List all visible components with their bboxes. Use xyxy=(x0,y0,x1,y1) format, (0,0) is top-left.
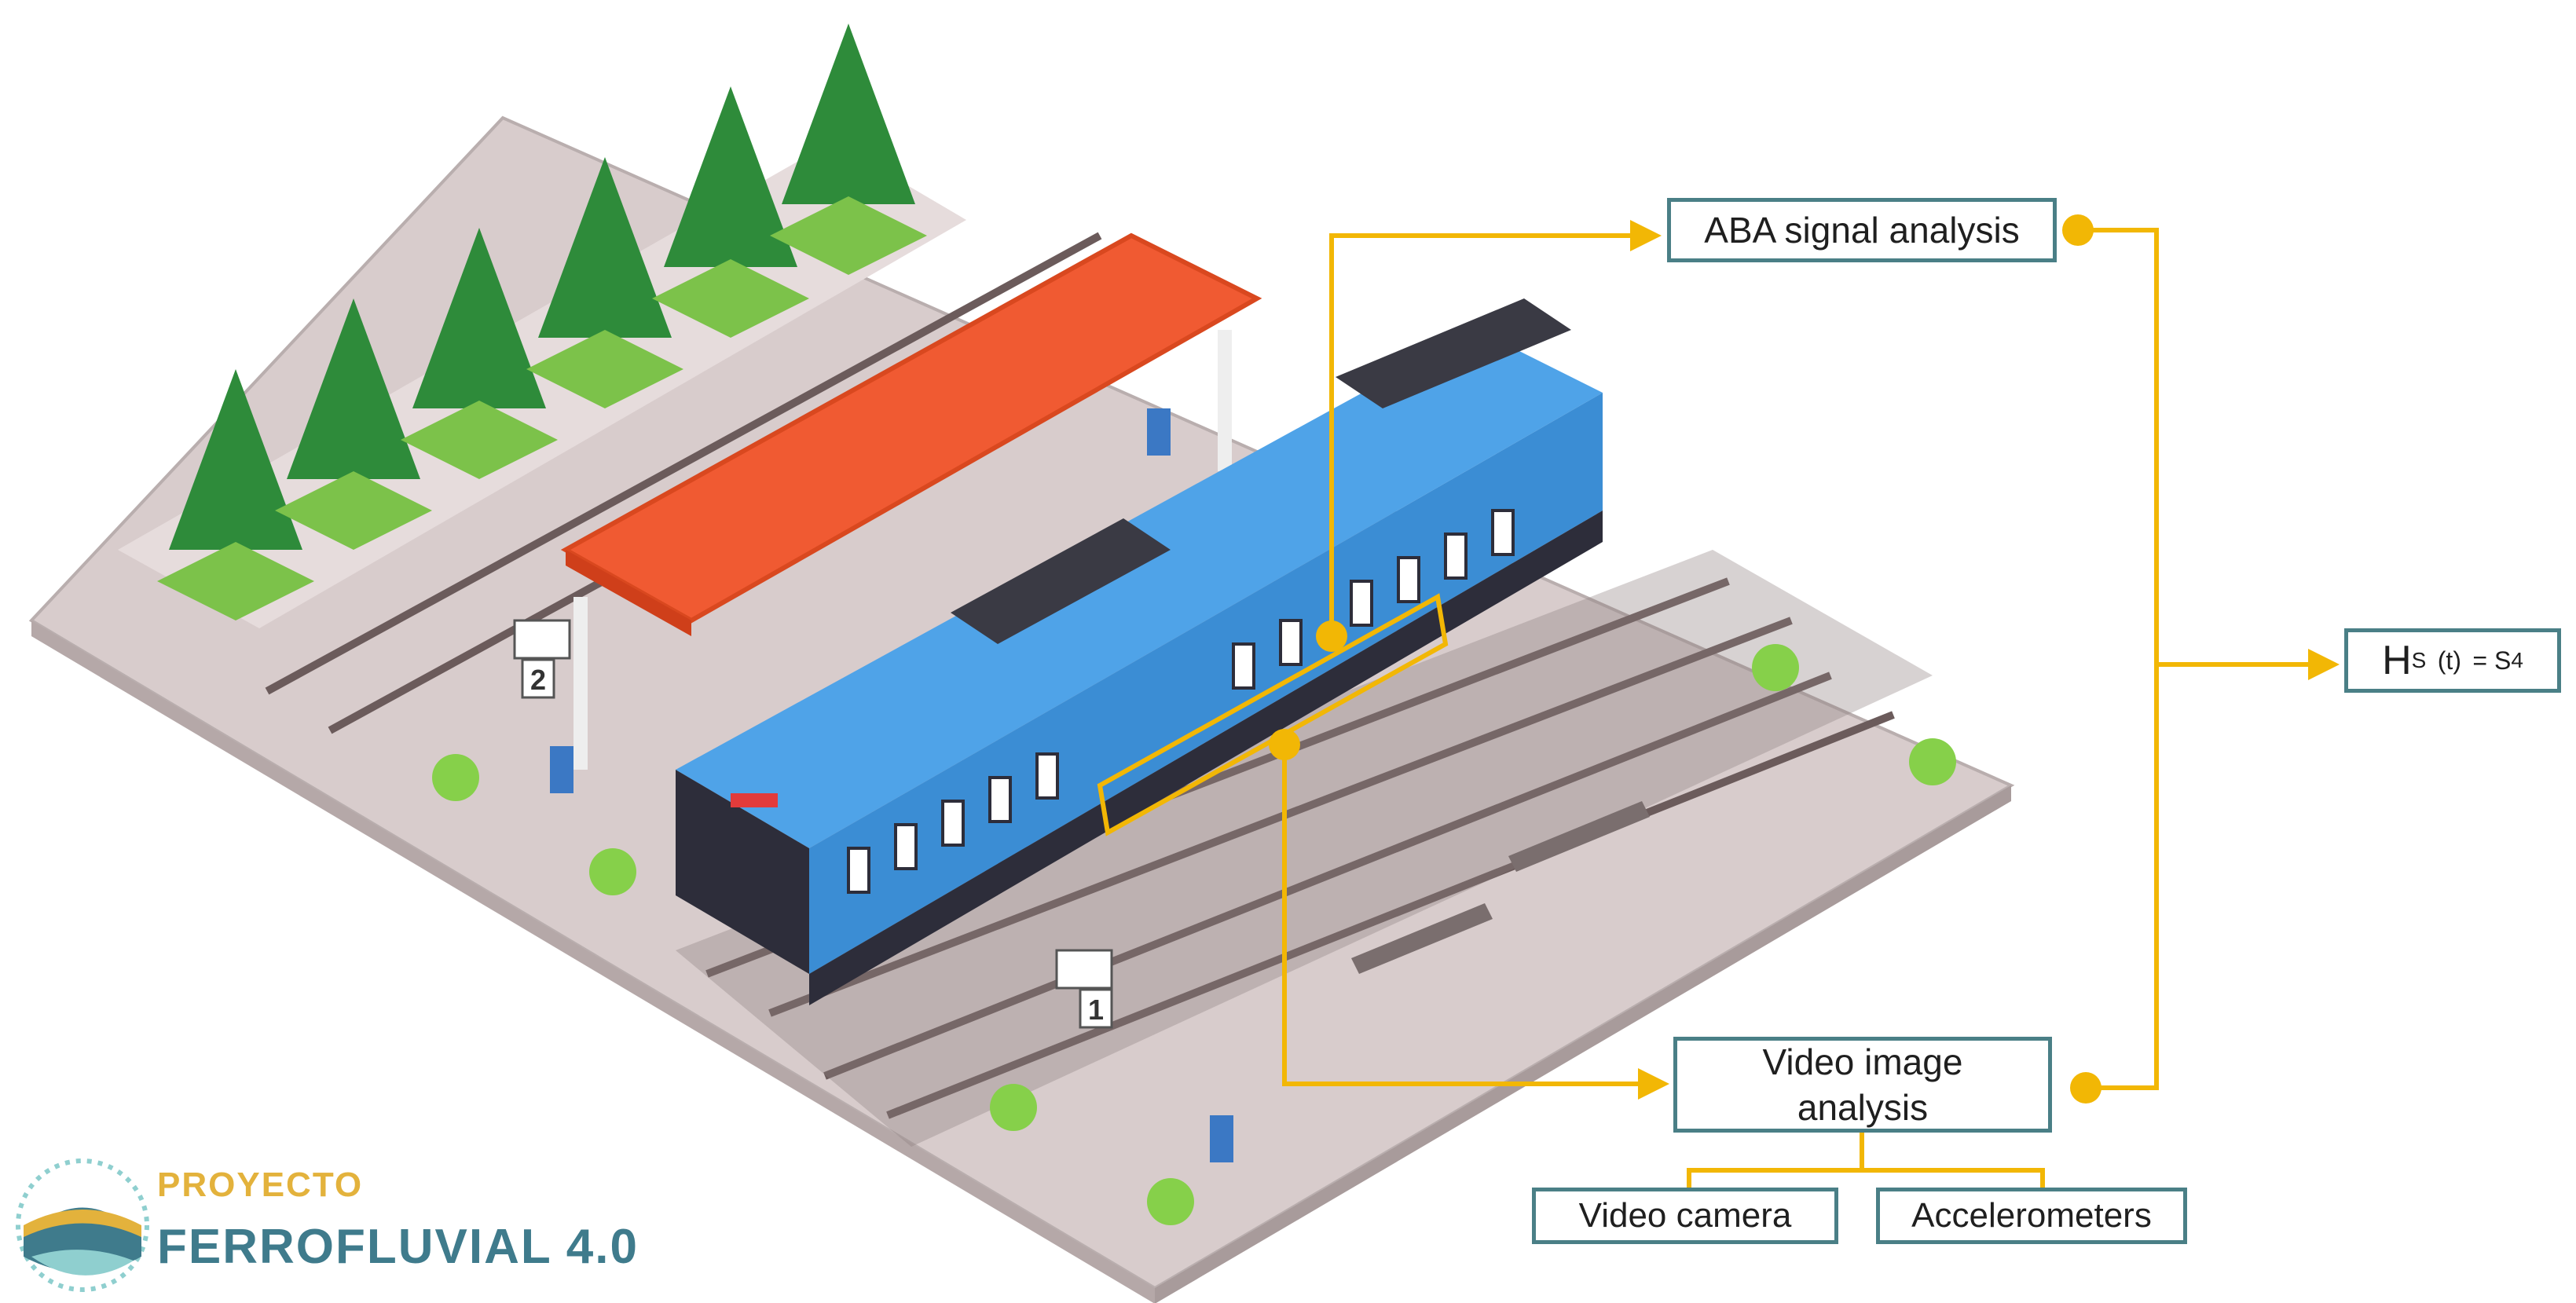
hs-subscript: S xyxy=(2411,648,2427,672)
track-bed xyxy=(676,550,1933,1147)
camera-label: Video camera xyxy=(1578,1196,1792,1235)
video-label-line1: Video image xyxy=(1762,1041,1963,1082)
video-camera-box: Video camera xyxy=(1532,1188,1838,1244)
track-sign-2-number: 2 xyxy=(530,664,546,696)
logo-name: FERROFLUVIAL xyxy=(157,1220,552,1274)
station-canopy xyxy=(560,232,1262,770)
arrowheads xyxy=(1630,220,2340,1100)
hs-time: (t) xyxy=(2437,646,2461,675)
train xyxy=(676,298,1603,1005)
hs-equals: = S xyxy=(2472,646,2512,675)
aba-signal-analysis-box: ABA signal analysis xyxy=(1667,198,2057,262)
platform-furniture xyxy=(432,408,1956,1225)
accelerometers-label: Accelerometers xyxy=(1911,1196,2152,1235)
logo-emblem xyxy=(16,1158,149,1292)
hs-symbol: H xyxy=(2382,638,2412,683)
tree-row xyxy=(157,24,927,620)
logo-line-2: FERROFLUVIAL 4.0 xyxy=(157,1219,639,1275)
connector-sensors xyxy=(1687,1133,1864,1188)
aba-label: ABA signal analysis xyxy=(1704,210,2020,251)
connector-dots xyxy=(1269,214,2101,1104)
accelerometers-box: Accelerometers xyxy=(1876,1188,2187,1244)
connector-right xyxy=(2078,228,2159,1090)
track-sign-1 xyxy=(1055,949,1113,1029)
track-sign-2 xyxy=(513,619,571,699)
connector-aba xyxy=(1329,233,1634,636)
connectors xyxy=(1282,228,2314,1188)
track-sign-1-number: 1 xyxy=(1088,994,1104,1026)
bogie-highlight xyxy=(1097,593,1449,836)
ground-edge xyxy=(31,620,1155,1303)
logo-line-1: PROYECTO xyxy=(157,1166,364,1204)
video-label-line2: analysis xyxy=(1797,1087,1929,1128)
connector-video xyxy=(1282,745,1642,1086)
ground-edge-right xyxy=(1155,785,2011,1303)
logo-version: 4.0 xyxy=(566,1220,639,1274)
video-image-analysis-box: Video image analysis xyxy=(1673,1037,2052,1133)
hs-subscript-4: 4 xyxy=(2511,648,2523,672)
